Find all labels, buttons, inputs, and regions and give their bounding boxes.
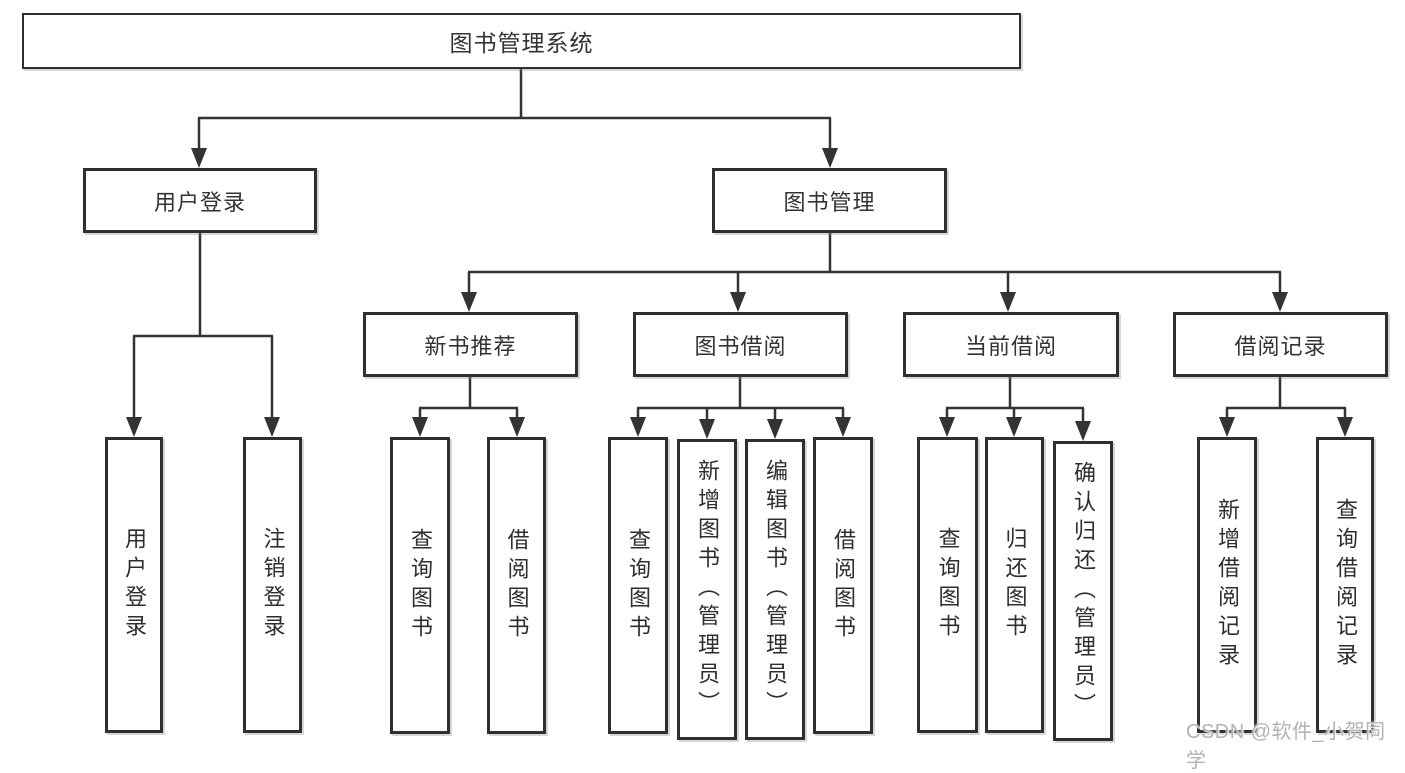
- leaf-query-books-recommend: 查询图书: [390, 437, 450, 734]
- leaf-borrow-books-recommend: 借阅图书: [487, 437, 546, 734]
- leaf-user-login: 用户登录: [105, 437, 163, 733]
- node-user-login: 用户登录: [83, 168, 317, 233]
- node-current-borrow-label: 当前借阅: [964, 333, 1057, 359]
- leaf-user-login-label: 用户登录: [122, 527, 147, 643]
- connector-bookmgmt-to-level3: [461, 233, 1288, 312]
- leaf-edit-book-admin-label: 编辑图书（管理员）: [763, 459, 788, 720]
- node-new-book-recommend: 新书推荐: [363, 312, 578, 377]
- leaf-query-books-recommend-label: 查询图书: [408, 527, 433, 644]
- leaf-edit-book-admin: 编辑图书（管理员）: [745, 439, 805, 740]
- connector-root-to-level2: [191, 68, 838, 168]
- node-current-borrow: 当前借阅: [903, 312, 1119, 377]
- connector-newbooks-to-leaves: [412, 377, 525, 437]
- connector-borrowrecords-to-leaves: [1219, 377, 1353, 437]
- node-root-label: 图书管理系统: [449, 30, 594, 56]
- leaf-return-book-label: 归还图书: [1002, 527, 1028, 643]
- node-book-borrow-label: 图书借阅: [694, 333, 787, 359]
- connector-currentborrow-to-leaves: [939, 377, 1091, 441]
- leaf-query-books-current-label: 查询图书: [935, 527, 961, 643]
- leaf-logout: 注销登录: [243, 437, 302, 733]
- connector-bookborrow-to-leaves: [630, 377, 851, 439]
- connector-userlogin-to-leaves: [126, 233, 280, 437]
- leaf-query-books-borrow-label: 查询图书: [626, 527, 651, 644]
- node-book-management: 图书管理: [712, 168, 947, 233]
- node-book-borrow: 图书借阅: [633, 312, 848, 377]
- leaf-add-borrow-record-label: 新增借阅记录: [1215, 498, 1240, 672]
- node-root: 图书管理系统: [22, 13, 1021, 69]
- connector-lines: [126, 68, 1353, 441]
- leaf-add-borrow-record: 新增借阅记录: [1197, 437, 1257, 733]
- csdn-watermark: CSDN @软件_小贺同学: [1186, 721, 1386, 772]
- leaf-query-borrow-record: 查询借阅记录: [1316, 437, 1374, 733]
- leaf-add-book-admin-label: 新增图书（管理员）: [695, 459, 720, 720]
- node-borrow-records-label: 借阅记录: [1234, 333, 1327, 359]
- node-book-management-label: 图书管理: [783, 189, 876, 215]
- leaf-borrow-books-borrow-label: 借阅图书: [831, 527, 856, 644]
- leaf-query-books-current: 查询图书: [917, 437, 978, 733]
- leaf-add-book-admin: 新增图书（管理员）: [677, 439, 737, 740]
- leaf-logout-label: 注销登录: [260, 527, 286, 643]
- diagram-canvas: { "diagram": { "root": { "label": "图书管理系…: [22, 13, 1388, 772]
- leaf-query-borrow-record-label: 查询借阅记录: [1333, 498, 1358, 672]
- leaf-borrow-books-recommend-label: 借阅图书: [504, 527, 530, 644]
- leaf-query-books-borrow: 查询图书: [608, 437, 668, 734]
- leaf-return-book: 归还图书: [985, 437, 1044, 733]
- leaf-borrow-books-borrow: 借阅图书: [813, 437, 873, 734]
- node-user-login-label: 用户登录: [153, 189, 246, 215]
- leaf-confirm-return-admin-label: 确认归还（管理员）: [1071, 460, 1096, 722]
- node-new-book-recommend-label: 新书推荐: [424, 333, 517, 359]
- leaf-confirm-return-admin: 确认归还（管理员）: [1053, 441, 1113, 741]
- node-borrow-records: 借阅记录: [1173, 312, 1388, 377]
